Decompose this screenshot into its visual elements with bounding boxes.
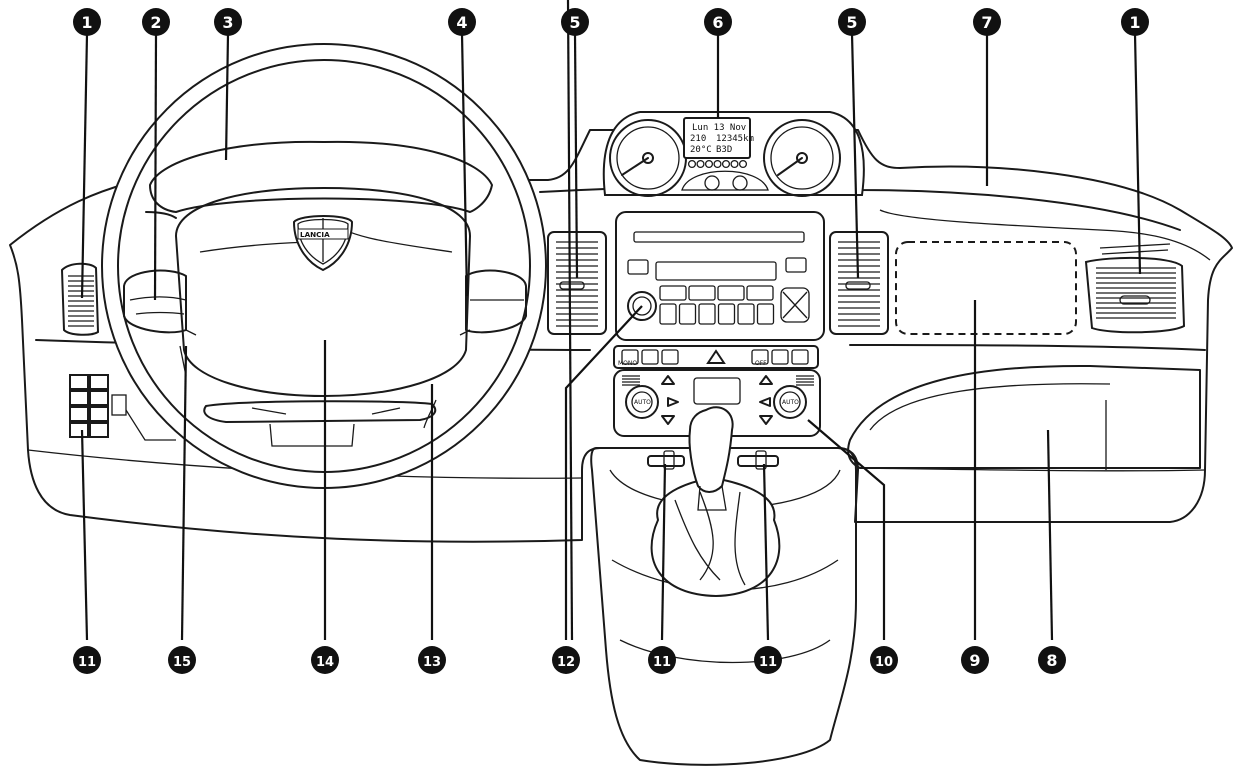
display-date: Lun 13 Nov <box>692 123 746 133</box>
callout-number: 1 <box>1129 13 1140 32</box>
callout-number: 3 <box>222 13 233 32</box>
top-spoke <box>149 140 493 213</box>
display-code: B3D <box>716 145 732 155</box>
callout-number: 8 <box>1046 651 1057 670</box>
glove-compartment <box>847 364 1201 469</box>
dash-right-ridge <box>879 209 1211 261</box>
cd-slot <box>633 231 805 243</box>
tachometer-hub <box>796 152 808 164</box>
right-left-arrow <box>759 397 771 407</box>
callout-number: 10 <box>875 655 893 670</box>
callout-c9: 9 <box>961 646 989 674</box>
callout-number: 13 <box>423 655 441 670</box>
radio-display <box>655 261 777 281</box>
speedometer-needle <box>621 157 649 176</box>
display-temperature: 20°C <box>690 145 712 155</box>
gear-knob <box>688 406 734 493</box>
callout-number: 4 <box>456 13 467 32</box>
right-side-vent <box>1084 243 1186 334</box>
callout-number: 7 <box>981 13 992 32</box>
center-right-vent <box>829 231 889 335</box>
callout-c5-left: 5 <box>561 8 589 36</box>
dash-right-lower-edge <box>849 344 1206 351</box>
display-odometer: 12345km <box>716 134 754 144</box>
radio-preset-buttons <box>659 285 775 325</box>
radio-volume-knob <box>627 291 657 321</box>
callout-c2: 2 <box>142 8 170 36</box>
mono-label: MONO <box>618 360 637 367</box>
callout-c6: 6 <box>704 8 732 36</box>
gear-boot <box>650 476 781 598</box>
callout-c15: 15 <box>168 646 196 674</box>
left-temp-knob <box>625 385 659 419</box>
callout-c12: 12 <box>552 646 580 674</box>
callout-number: 14 <box>316 655 334 670</box>
callout-c10: 10 <box>870 646 898 674</box>
left-side-vent <box>60 262 100 336</box>
radio-unit <box>615 211 825 341</box>
auto-right-label: AUTO <box>782 399 799 406</box>
callout-number: 15 <box>173 655 191 670</box>
callout-c11-mid-right: 11 <box>754 646 782 674</box>
left-spoke-controls <box>123 269 187 334</box>
logo-text: LANCIA <box>300 230 330 239</box>
callout-number: 12 <box>557 655 575 670</box>
callout-c5-right: 5 <box>838 8 866 36</box>
hazard-icon <box>706 349 726 364</box>
left-arrows <box>661 375 675 425</box>
callout-number: 11 <box>653 655 671 670</box>
callout-number: 11 <box>759 655 777 670</box>
display-value-a: 210 <box>690 134 706 144</box>
off-label: OFF <box>755 360 767 367</box>
center-tunnel <box>590 447 857 766</box>
center-left-vent <box>547 231 607 335</box>
right-spoke-controls <box>465 269 527 334</box>
right-arrows <box>759 375 773 425</box>
steering-wheel-hub <box>174 186 472 398</box>
radio-mode-button <box>785 257 807 273</box>
right-temp-knob <box>773 385 807 419</box>
climate-display <box>693 377 741 405</box>
callout-c7: 7 <box>973 8 1001 36</box>
warning-lights-row <box>687 159 748 169</box>
tachometer <box>763 119 841 197</box>
tachometer-inner <box>770 126 834 190</box>
leader-lines <box>80 0 1142 641</box>
callout-c8: 8 <box>1038 646 1066 674</box>
speedometer-hub <box>642 152 654 164</box>
lancia-logo: LANCIA <box>292 215 354 272</box>
left-right-arrow <box>667 397 679 407</box>
callout-c4: 4 <box>448 8 476 36</box>
radio-joystick <box>780 287 810 323</box>
tachometer-needle <box>777 157 803 176</box>
temp-gauge-hub <box>732 175 748 191</box>
callout-c3: 3 <box>214 8 242 36</box>
callout-number: 6 <box>712 13 723 32</box>
callout-c11-mid-left: 11 <box>648 646 676 674</box>
callout-c1-left: 1 <box>73 8 101 36</box>
radio-eject-button <box>627 259 649 275</box>
callout-number: 9 <box>969 651 980 670</box>
callout-c11-left: 11 <box>73 646 101 674</box>
callout-c1-right: 1 <box>1121 8 1149 36</box>
callout-c13: 13 <box>418 646 446 674</box>
callout-c14: 14 <box>311 646 339 674</box>
callout-number: 11 <box>78 655 96 670</box>
right-seat-switch <box>737 455 779 467</box>
callout-number: 5 <box>569 13 580 32</box>
callout-number: 5 <box>846 13 857 32</box>
callout-number: 1 <box>81 13 92 32</box>
left-switch-panel <box>69 374 176 441</box>
speedometer-inner <box>616 126 680 190</box>
fuel-gauge-hub <box>704 175 720 191</box>
auto-left-label: AUTO <box>634 399 651 406</box>
lower-gauges <box>681 170 769 191</box>
callout-number: 2 <box>150 13 161 32</box>
passenger-airbag-outline <box>895 241 1077 335</box>
